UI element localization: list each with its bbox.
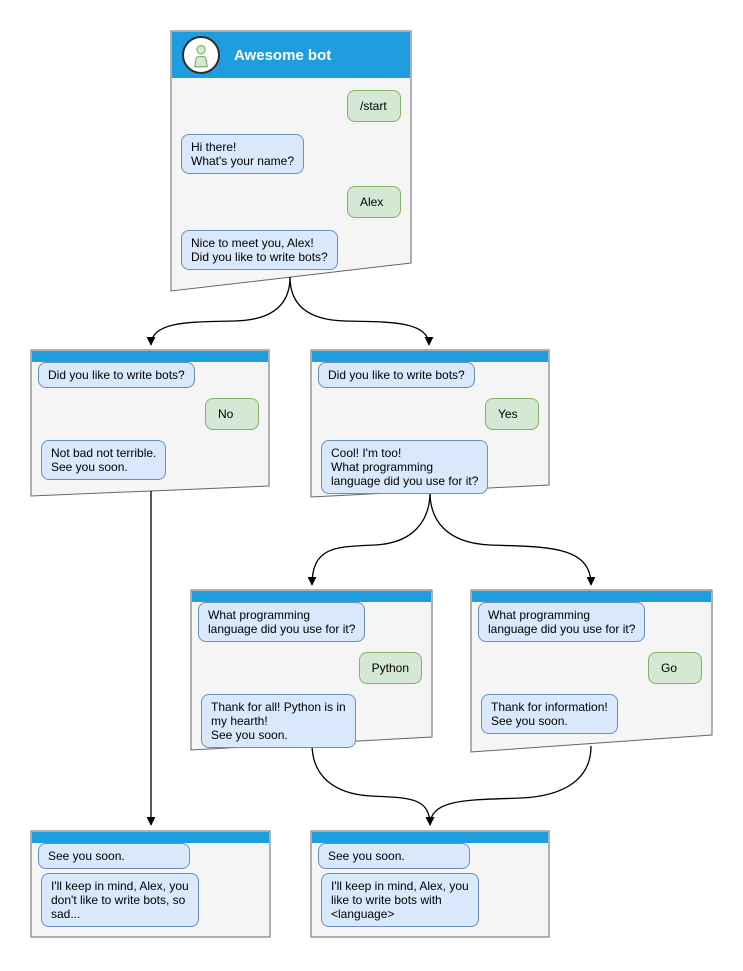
chat-messages-root: /start Hi there! What's your name? Alex … xyxy=(171,79,411,270)
message-bubble-user: No xyxy=(205,398,259,430)
root-window-header: Awesome bot xyxy=(172,32,410,78)
message-bubble-bot: See you soon. xyxy=(38,843,190,869)
message-bubble-bot: Cool! I'm too! What programming language… xyxy=(321,440,489,494)
message-bubble-bot: What programming language did you use fo… xyxy=(478,602,646,642)
arrow-go-to-end xyxy=(425,745,592,826)
message-bubble-user: /start xyxy=(347,90,401,122)
header-bar-no xyxy=(32,351,268,362)
chat-messages-no: Did you like to write bots? No Not bad n… xyxy=(31,362,269,480)
chat-messages-end-lang: See you soon. I'll keep in mind, Alex, y… xyxy=(311,843,549,927)
person-icon xyxy=(194,44,208,67)
arrow-root-to-no xyxy=(146,276,291,346)
arrow-yes-to-python xyxy=(307,491,431,586)
message-bubble-user: Alex xyxy=(347,186,401,218)
header-bar-python xyxy=(192,591,431,602)
message-bubble-user: Go xyxy=(648,652,702,684)
message-bubble-bot: Did you like to write bots? xyxy=(318,362,475,388)
message-bubble-bot: See you soon. xyxy=(318,843,470,869)
message-bubble-user: Yes xyxy=(485,398,539,430)
header-bar-end-no xyxy=(32,832,269,843)
message-bubble-bot: Did you like to write bots? xyxy=(38,362,195,388)
message-bubble-bot: I'll keep in mind, Alex, you don't like … xyxy=(41,873,199,927)
message-bubble-bot: Thank for all! Python is in my hearth! S… xyxy=(201,694,356,748)
header-bar-yes xyxy=(312,351,548,362)
chat-messages-end-no: See you soon. I'll keep in mind, Alex, y… xyxy=(31,843,270,927)
chat-messages-yes: Did you like to write bots? Yes Cool! I'… xyxy=(311,362,549,494)
root-window-title: Awesome bot xyxy=(234,46,332,64)
message-bubble-bot: Thank for information! See you soon. xyxy=(481,694,618,734)
message-bubble-bot: Hi there! What's your name? xyxy=(181,134,305,174)
chat-messages-go: What programming language did you use fo… xyxy=(471,602,712,734)
message-bubble-bot: I'll keep in mind, Alex, you like to wri… xyxy=(321,873,479,927)
message-bubble-user: Python xyxy=(358,652,422,684)
header-bar-end-lang xyxy=(312,832,548,843)
avatar xyxy=(182,36,220,74)
arrow-root-to-yes xyxy=(289,276,434,346)
header-bar-go xyxy=(472,591,711,602)
message-bubble-bot: What programming language did you use fo… xyxy=(198,602,366,642)
message-bubble-bot: Not bad not terrible. See you soon. xyxy=(41,440,167,480)
arrow-yes-to-go xyxy=(429,491,596,586)
message-bubble-bot: Nice to meet you, Alex! Did you like to … xyxy=(181,230,338,270)
chat-messages-python: What programming language did you use fo… xyxy=(191,602,432,748)
arrow-python-to-end xyxy=(311,743,435,826)
